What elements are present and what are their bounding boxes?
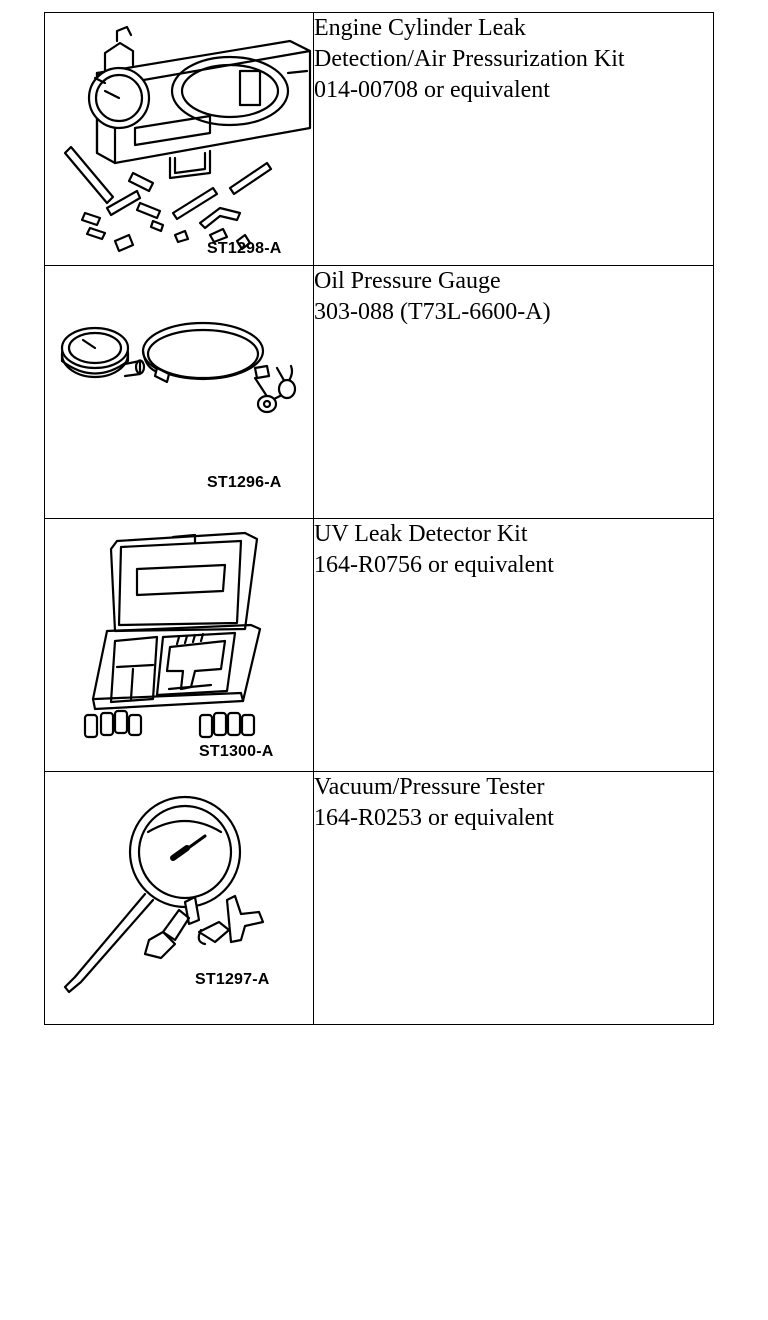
- tool-part-number: 164-R0253 or equivalent: [314, 805, 554, 831]
- special-tools-table: ST1298-A Engine Cylinder Leak Detection/…: [44, 12, 714, 1025]
- tool-row: ST1298-A Engine Cylinder Leak Detection/…: [44, 12, 714, 266]
- uv-leak-detector-kit-icon: [83, 531, 262, 739]
- tool-illustration-cell: ST1296-A: [44, 265, 314, 519]
- tool-illustration-cell: ST1297-A: [44, 771, 314, 1025]
- tool-description-cell: Engine Cylinder Leak Detection/Air Press…: [313, 12, 714, 266]
- tool-part-number: 164-R0756 or equivalent: [314, 552, 554, 578]
- vacuum-pressure-tester-icon: [63, 795, 265, 994]
- tool-description-cell: Vacuum/Pressure Tester 164-R0253 or equi…: [313, 771, 714, 1025]
- tool-row: ST1300-A UV Leak Detector Kit 164-R0756 …: [44, 518, 714, 772]
- tool-illustration-cell: ST1298-A: [44, 12, 314, 266]
- tool-name: Vacuum/Pressure Tester: [314, 774, 545, 800]
- tool-code: ST1296-A: [207, 474, 282, 491]
- leak-detection-kit-icon: [63, 25, 312, 253]
- tool-name: Engine Cylinder Leak: [314, 15, 526, 41]
- tool-part-number: 014-00708 or equivalent: [314, 77, 550, 103]
- oil-pressure-gauge-icon: [60, 321, 297, 414]
- tool-row: ST1297-A Vacuum/Pressure Tester 164-R025…: [44, 771, 714, 1025]
- tool-part-number: 303-088 (T73L-6600-A): [314, 299, 551, 325]
- tool-description-cell: Oil Pressure Gauge 303-088 (T73L-6600-A): [313, 265, 714, 519]
- tool-code: ST1300-A: [199, 743, 274, 760]
- tool-code: ST1298-A: [207, 240, 282, 257]
- tool-illustration-cell: ST1300-A: [44, 518, 314, 772]
- tool-name: Oil Pressure Gauge: [314, 268, 501, 294]
- tool-description-cell: UV Leak Detector Kit 164-R0756 or equiva…: [313, 518, 714, 772]
- tool-name-continued: Detection/Air Pressurization Kit: [314, 46, 625, 72]
- tool-name: UV Leak Detector Kit: [314, 521, 528, 547]
- tool-code: ST1297-A: [195, 971, 270, 988]
- tool-row: ST1296-A Oil Pressure Gauge 303-088 (T73…: [44, 265, 714, 519]
